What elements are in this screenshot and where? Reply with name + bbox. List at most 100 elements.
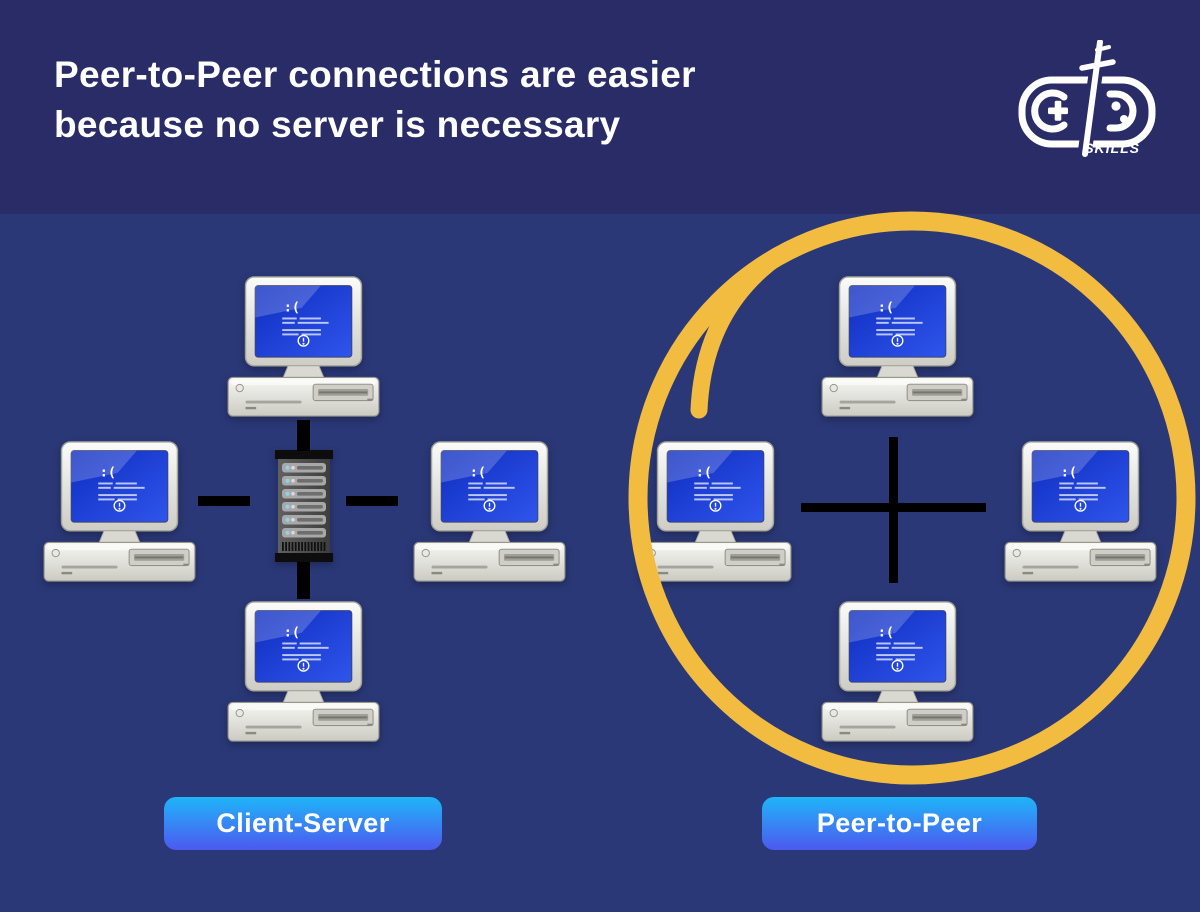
sad-face: :( xyxy=(470,465,486,481)
floppy-slot xyxy=(839,400,896,404)
floppy-slot xyxy=(657,565,714,569)
gd-skills-logo: SKILLS xyxy=(1018,40,1156,159)
power-button-dot xyxy=(829,383,838,393)
title-line-1: Peer-to-Peer connections are easier xyxy=(54,54,696,95)
computer-case xyxy=(227,701,380,742)
bsod-screen: :( xyxy=(440,450,539,523)
client-computer-top: :( xyxy=(226,275,381,423)
peer-computer-right: :( xyxy=(1003,440,1158,588)
bsod-text-lines xyxy=(282,317,329,336)
drive-bay xyxy=(312,708,374,727)
floppy-slot xyxy=(839,725,896,729)
server-icon xyxy=(275,450,333,562)
peer-computer-top: :( xyxy=(820,275,975,423)
sad-face: :( xyxy=(878,625,894,641)
floppy-slot xyxy=(245,725,302,729)
header-band: Peer-to-Peer connections are easier beca… xyxy=(0,0,1200,214)
power-button-dot xyxy=(235,383,244,393)
monitor-stand xyxy=(282,365,325,378)
sword-icon xyxy=(1077,40,1116,159)
monitor-stand xyxy=(1059,530,1102,543)
highlight-circle-start-stroke xyxy=(690,246,789,419)
monitor-stand xyxy=(876,690,919,703)
computer-icon: :( xyxy=(821,601,974,742)
connector-top xyxy=(297,420,310,451)
connector-right xyxy=(346,496,398,506)
computer-icon: :( xyxy=(227,601,380,742)
peer-computer-bottom: :( xyxy=(820,600,975,748)
connector-bottom xyxy=(297,562,310,599)
bsod-screen: :( xyxy=(254,610,353,683)
bsod-screen: :( xyxy=(1031,450,1130,523)
server-vent xyxy=(282,542,326,551)
button-dots-icon xyxy=(1111,101,1128,123)
sad-face: :( xyxy=(1061,465,1077,481)
computer-case xyxy=(43,541,196,582)
dpad-plus-icon xyxy=(1048,100,1068,121)
bsod-text-lines xyxy=(98,482,145,501)
drive-bay xyxy=(906,708,968,727)
logo-letter-d xyxy=(1106,90,1137,132)
bsod-text-lines xyxy=(468,482,515,501)
sad-face: :( xyxy=(284,625,300,641)
monitor-stand xyxy=(876,365,919,378)
bsod-text-lines xyxy=(282,642,329,661)
floppy-slot xyxy=(1022,565,1079,569)
peer-computer-left: :( xyxy=(638,440,793,588)
server-slots xyxy=(282,463,326,538)
drive-bay xyxy=(1089,548,1151,567)
logo-letter-g xyxy=(1031,89,1068,133)
monitor-stand xyxy=(694,530,737,543)
bsod-screen: :( xyxy=(848,610,947,683)
computer-icon: :( xyxy=(1004,441,1157,582)
monitor-stand xyxy=(98,530,141,543)
computer-case xyxy=(413,541,566,582)
power-button-dot xyxy=(829,708,838,718)
connector-left xyxy=(198,496,250,506)
connection-cross-horizontal xyxy=(801,503,986,512)
client-server-label: Client-Server xyxy=(164,797,442,850)
sad-face: :( xyxy=(284,300,300,316)
sad-face: :( xyxy=(100,465,116,481)
drive-bay xyxy=(906,383,968,402)
screen-glare xyxy=(441,450,507,483)
computer-case xyxy=(639,541,792,582)
computer-icon: :( xyxy=(43,441,196,582)
power-button-dot xyxy=(235,708,244,718)
sad-face: :( xyxy=(878,300,894,316)
page-title: Peer-to-Peer connections are easier beca… xyxy=(54,50,914,150)
power-button-dot xyxy=(1012,548,1021,558)
warning-icon xyxy=(113,499,126,512)
monitor-stand xyxy=(282,690,325,703)
warning-icon xyxy=(483,499,496,512)
drive-bay xyxy=(724,548,786,567)
computer-icon: :( xyxy=(639,441,792,582)
power-button-dot xyxy=(51,548,60,558)
computer-case xyxy=(227,376,380,417)
sad-face: :( xyxy=(696,465,712,481)
floppy-slot xyxy=(61,565,118,569)
computer-case xyxy=(821,376,974,417)
screen-glare xyxy=(255,285,321,318)
monitor-stand xyxy=(468,530,511,543)
computer-icon: :( xyxy=(227,276,380,417)
power-button-dot xyxy=(421,548,430,558)
computer-case xyxy=(1004,541,1157,582)
floppy-slot xyxy=(245,400,302,404)
client-computer-right: :( xyxy=(412,440,567,588)
title-line-2: because no server is necessary xyxy=(54,104,621,145)
warning-icon xyxy=(297,659,310,672)
client-computer-bottom: :( xyxy=(226,600,381,748)
screen-glare xyxy=(71,450,137,483)
drive-bay xyxy=(312,383,374,402)
bsod-screen: :( xyxy=(666,450,765,523)
peer-to-peer-label: Peer-to-Peer xyxy=(762,797,1037,850)
bsod-screen: :( xyxy=(254,285,353,358)
drive-bay xyxy=(128,548,190,567)
drive-bay xyxy=(498,548,560,567)
power-button-dot xyxy=(647,548,656,558)
floppy-slot xyxy=(431,565,488,569)
client-computer-left: :( xyxy=(42,440,197,588)
screen-glare xyxy=(255,610,321,643)
